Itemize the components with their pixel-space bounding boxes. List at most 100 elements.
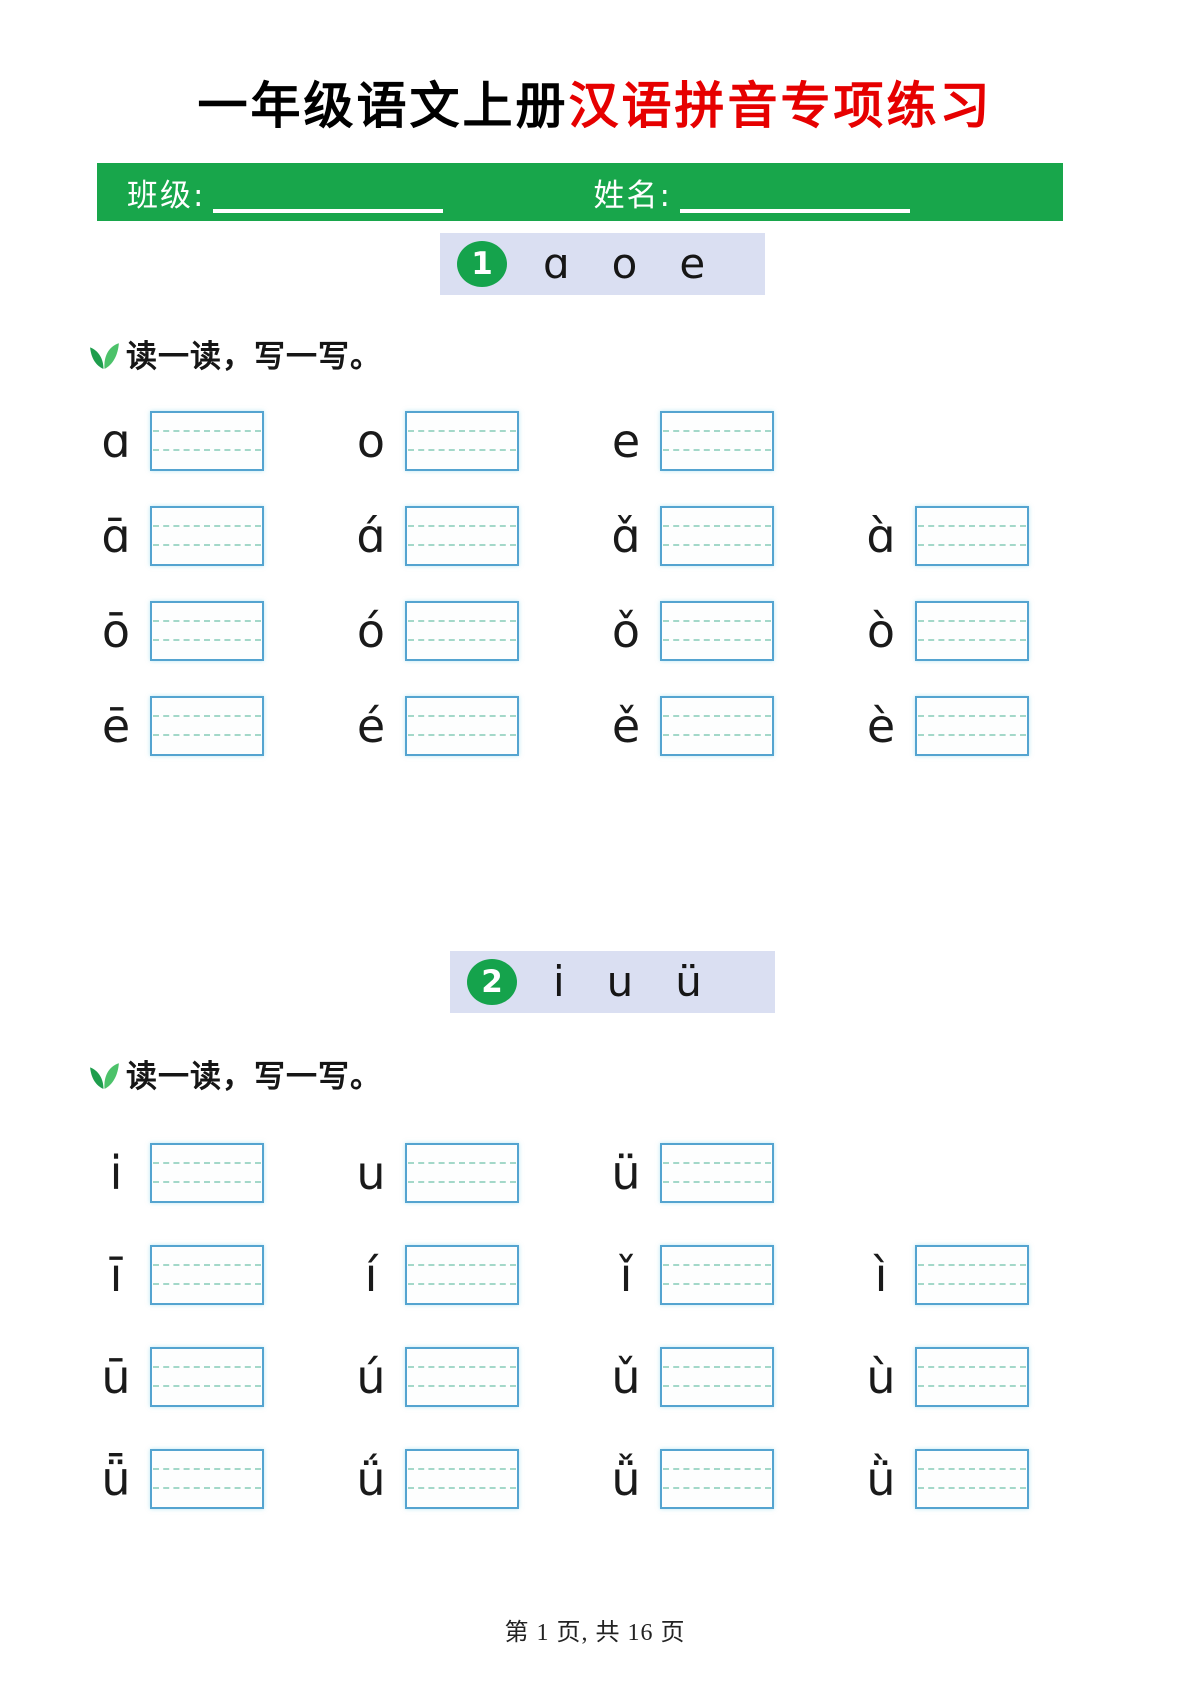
pinyin-cell: ǒ: [602, 600, 857, 662]
header-letter: e: [679, 239, 706, 288]
writing-box[interactable]: [405, 1449, 519, 1509]
header-letter: ü: [675, 957, 702, 1006]
section-2-letters: i u ü: [553, 961, 702, 1003]
pinyin-cell: í: [347, 1244, 602, 1306]
writing-box[interactable]: [660, 1449, 774, 1509]
pinyin-letter: ò: [866, 604, 896, 658]
writing-box[interactable]: [150, 1347, 264, 1407]
pinyin-cell: ú: [347, 1346, 602, 1408]
writing-box[interactable]: [405, 506, 519, 566]
grid-row: ō ó ǒ ò: [92, 600, 1112, 662]
instruction-text: 读一读，写一写。: [126, 1059, 382, 1095]
pinyin-letter: í: [364, 1248, 378, 1302]
pinyin-cell: ò: [857, 600, 1112, 662]
pinyin-cell: è: [857, 695, 1112, 757]
writing-box[interactable]: [660, 696, 774, 756]
pinyin-cell: ǘ: [347, 1448, 602, 1510]
header-letter: ɑ: [543, 239, 570, 288]
pinyin-letter: ɑ̄: [101, 509, 131, 563]
pinyin-letter: ó: [356, 604, 386, 658]
writing-box[interactable]: [150, 1245, 264, 1305]
pinyin-letter: ī: [109, 1248, 123, 1302]
pinyin-cell: ī: [92, 1244, 347, 1306]
pinyin-cell: ē: [92, 695, 347, 757]
writing-box[interactable]: [915, 696, 1029, 756]
writing-box[interactable]: [660, 1347, 774, 1407]
writing-box[interactable]: [150, 696, 264, 756]
name-label: 姓名:: [593, 177, 672, 214]
instruction-1: 读一读，写一写。: [86, 331, 382, 376]
writing-box[interactable]: [150, 506, 264, 566]
writing-box[interactable]: [660, 411, 774, 471]
pinyin-cell: ó: [347, 600, 602, 662]
pinyin-letter: ǔ: [611, 1350, 641, 1404]
pinyin-cell: ɑ̄: [92, 505, 347, 567]
writing-box[interactable]: [915, 601, 1029, 661]
pinyin-letter: ɑ̌: [611, 509, 641, 563]
writing-box[interactable]: [405, 1245, 519, 1305]
grid-row: ū ú ǔ ù: [92, 1346, 1112, 1408]
writing-box[interactable]: [915, 1449, 1029, 1509]
grid-row: ī í ǐ ì: [92, 1244, 1112, 1306]
writing-box[interactable]: [660, 1143, 774, 1203]
title-course-part: 一年级语文上册: [197, 78, 569, 134]
instruction-text: 读一读，写一写。: [126, 339, 382, 375]
class-blank-line[interactable]: [213, 171, 444, 213]
writing-box[interactable]: [405, 1347, 519, 1407]
section-2-grid: i u ü ī í ǐ ì ū: [92, 1142, 1112, 1550]
pinyin-letter: ū: [101, 1350, 131, 1404]
page-title: 一年级语文上册汉语拼音专项练习: [0, 66, 1190, 138]
pinyin-cell: ǜ: [857, 1448, 1112, 1510]
writing-box[interactable]: [660, 1245, 774, 1305]
pinyin-letter: è: [866, 699, 896, 753]
section-1-number-badge: 1: [457, 241, 507, 287]
writing-box[interactable]: [150, 1449, 264, 1509]
writing-box[interactable]: [405, 1143, 519, 1203]
pinyin-letter: ǚ: [611, 1452, 641, 1506]
section-2-header: 2 i u ü: [450, 951, 775, 1013]
pinyin-letter: ǘ: [356, 1452, 386, 1506]
section-2-number-badge: 2: [467, 959, 517, 1005]
pinyin-cell: ɑ: [92, 410, 347, 472]
instruction-2: 读一读，写一写。: [86, 1051, 382, 1096]
writing-box[interactable]: [405, 696, 519, 756]
name-blank-line[interactable]: [679, 171, 910, 213]
pinyin-letter: ǒ: [611, 604, 641, 658]
writing-box[interactable]: [915, 506, 1029, 566]
header-letter: o: [611, 239, 638, 288]
pinyin-letter: ǜ: [866, 1452, 896, 1506]
pinyin-cell: e: [602, 410, 857, 472]
pinyin-cell: ɑ́: [347, 505, 602, 567]
writing-box[interactable]: [915, 1347, 1029, 1407]
pinyin-cell: ě: [602, 695, 857, 757]
pinyin-letter: ě: [611, 699, 641, 753]
writing-box[interactable]: [660, 506, 774, 566]
pinyin-letter: ɑ: [101, 414, 131, 468]
header-letter: i: [553, 957, 565, 1006]
writing-box[interactable]: [405, 411, 519, 471]
page-number-footer: 第 1 页, 共 16 页: [504, 1620, 686, 1646]
pinyin-cell: é: [347, 695, 602, 757]
writing-box[interactable]: [915, 1245, 1029, 1305]
writing-box[interactable]: [660, 601, 774, 661]
grid-row: ē é ě è: [92, 695, 1112, 757]
grid-row: ɑ̄ ɑ́ ɑ̌ ɑ̀: [92, 505, 1112, 567]
writing-box[interactable]: [150, 1143, 264, 1203]
sprout-icon: [90, 343, 119, 369]
writing-box[interactable]: [405, 601, 519, 661]
pinyin-letter: u: [356, 1146, 386, 1200]
writing-box[interactable]: [150, 411, 264, 471]
grid-row: ɑ o e: [92, 410, 1112, 472]
pinyin-letter: ù: [866, 1350, 896, 1404]
pinyin-cell: ǚ: [602, 1448, 857, 1510]
pinyin-cell: u: [347, 1142, 602, 1204]
pinyin-letter: ǐ: [619, 1248, 633, 1302]
section-1-header: 1 ɑ o e: [440, 233, 765, 295]
title-topic-part: 汉语拼音专项练习: [568, 78, 993, 134]
header-letter: u: [606, 957, 634, 1006]
pinyin-letter: ō: [101, 604, 131, 658]
pinyin-cell: ǖ: [92, 1448, 347, 1510]
writing-box[interactable]: [150, 601, 264, 661]
section-1-grid: ɑ o e ɑ̄ ɑ́ ɑ̌ ɑ̀ ō: [92, 410, 1112, 790]
pinyin-letter: ǖ: [101, 1452, 131, 1506]
